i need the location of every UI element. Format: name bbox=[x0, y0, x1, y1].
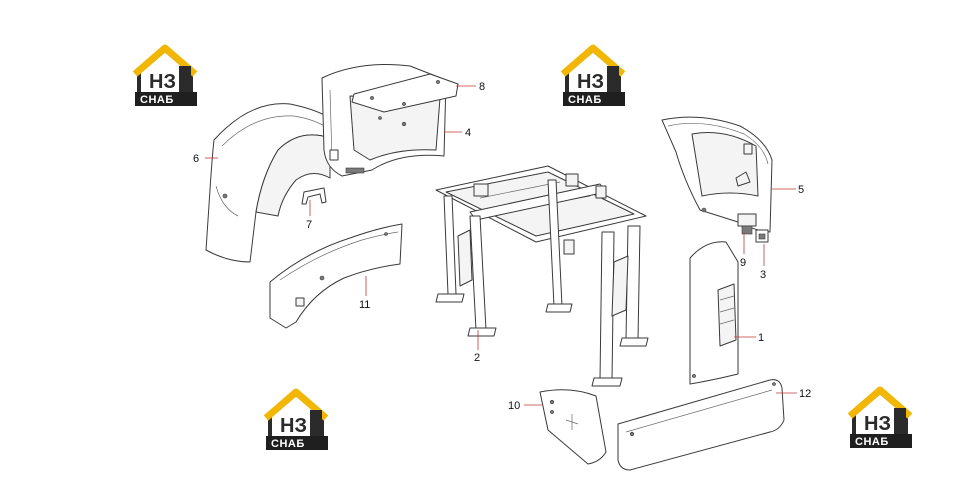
callout-2: 2 bbox=[474, 352, 480, 364]
callout-6: 6 bbox=[193, 153, 199, 165]
callout-1: 1 bbox=[758, 332, 764, 344]
leader-lines bbox=[205, 85, 797, 406]
watermark-word: СНАБ bbox=[271, 438, 305, 450]
watermark-letters: НЗ bbox=[280, 415, 307, 437]
callout-12: 12 bbox=[799, 388, 811, 400]
part-5-right-shell bbox=[661, 116, 773, 233]
part-2-frame bbox=[435, 165, 649, 387]
watermark-logo-top-center: НЗ СНАБ bbox=[563, 48, 625, 106]
callout-labels: 1 2 3 4 5 6 7 8 9 10 11 12 bbox=[193, 81, 811, 412]
watermark-word: СНАБ bbox=[140, 94, 174, 106]
callout-11: 11 bbox=[359, 299, 370, 311]
watermark-word: СНАБ bbox=[855, 436, 889, 448]
part-9-hinge bbox=[737, 213, 757, 235]
watermark-logo-bottom-left: НЗ СНАБ bbox=[266, 392, 328, 450]
part-7-bracket bbox=[301, 187, 327, 205]
part-1-side-panel bbox=[689, 241, 739, 385]
callout-9: 9 bbox=[740, 257, 746, 269]
part-11-lower-panel bbox=[269, 223, 403, 329]
watermark-letters: НЗ bbox=[864, 413, 891, 435]
part-6-fender bbox=[205, 103, 337, 263]
callout-3: 3 bbox=[760, 269, 766, 281]
watermark-logo-top-left: НЗ СНАБ bbox=[135, 48, 197, 106]
part-8-top-plate bbox=[351, 73, 459, 113]
part-3-latch bbox=[755, 229, 769, 243]
watermark-letters: НЗ bbox=[149, 71, 176, 93]
callout-7: 7 bbox=[306, 219, 312, 231]
callout-5: 5 bbox=[798, 184, 804, 196]
callout-4: 4 bbox=[465, 127, 471, 139]
callout-10: 10 bbox=[508, 400, 520, 412]
part-10-lower-plate bbox=[539, 389, 607, 465]
watermark-letters: НЗ bbox=[577, 71, 604, 93]
part-12-bumper bbox=[617, 379, 785, 471]
watermark-logo-bottom-right: НЗ СНАБ bbox=[850, 390, 912, 448]
watermark-word: СНАБ bbox=[568, 94, 602, 106]
callout-8: 8 bbox=[479, 81, 485, 93]
